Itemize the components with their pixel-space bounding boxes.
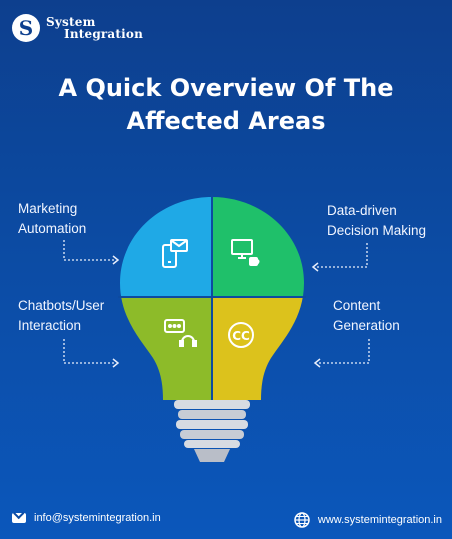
website-text[interactable]: www.systemintegration.in (317, 514, 442, 526)
title-line-1: A Quick Overview Of The (58, 74, 394, 102)
label-tl-line1: Marketing (18, 201, 78, 216)
quadrant-marketing (120, 197, 212, 297)
globe-icon (294, 512, 310, 528)
connector-tl (63, 240, 114, 261)
quadrant-content (212, 297, 304, 400)
quadrant-chatbots (120, 297, 212, 400)
bulb-base (174, 400, 250, 462)
label-bl-line2: Interaction (18, 318, 82, 333)
label-tl-line2: Automation (18, 221, 87, 236)
footer-email[interactable]: info@systemintegration.in (12, 512, 161, 524)
label-tr-line2: Decision Making (327, 223, 427, 238)
label-tr-line1: Data-driven (327, 203, 397, 218)
logo-icon: S (12, 14, 40, 42)
mail-icon (12, 513, 26, 523)
chat-support-icon (164, 319, 197, 347)
computer-coffee-icon (231, 239, 260, 266)
label-chatbots-interaction: Chatbots/User Interaction (18, 296, 104, 336)
label-content-generation: Content Generation (333, 296, 400, 336)
quadrant-decision (212, 197, 304, 297)
brand-line-1: System (46, 15, 96, 29)
brand-line-2: Integration (64, 27, 144, 41)
svg-text:CC: CC (232, 329, 250, 343)
connector-bl (63, 339, 114, 364)
connector-br (319, 339, 370, 364)
label-data-driven-decisions: Data-driven Decision Making (327, 201, 426, 241)
brand-name: System Integration (46, 16, 143, 40)
brand-logo: S System Integration (12, 14, 143, 42)
label-marketing-automation: Marketing Automation (18, 199, 86, 239)
label-bl-line1: Chatbots/User (18, 298, 105, 313)
email-text[interactable]: info@systemintegration.in (34, 512, 161, 524)
cc-icon: CC (228, 322, 254, 348)
connector-tr (317, 243, 368, 268)
label-br-line2: Generation (333, 318, 400, 333)
mobile-message-icon (162, 239, 188, 268)
label-br-line1: Content (333, 298, 381, 313)
page-title: A Quick Overview Of The Affected Areas (0, 72, 452, 138)
title-line-2: Affected Areas (126, 107, 326, 135)
footer-website[interactable]: www.systemintegration.in (294, 512, 442, 528)
